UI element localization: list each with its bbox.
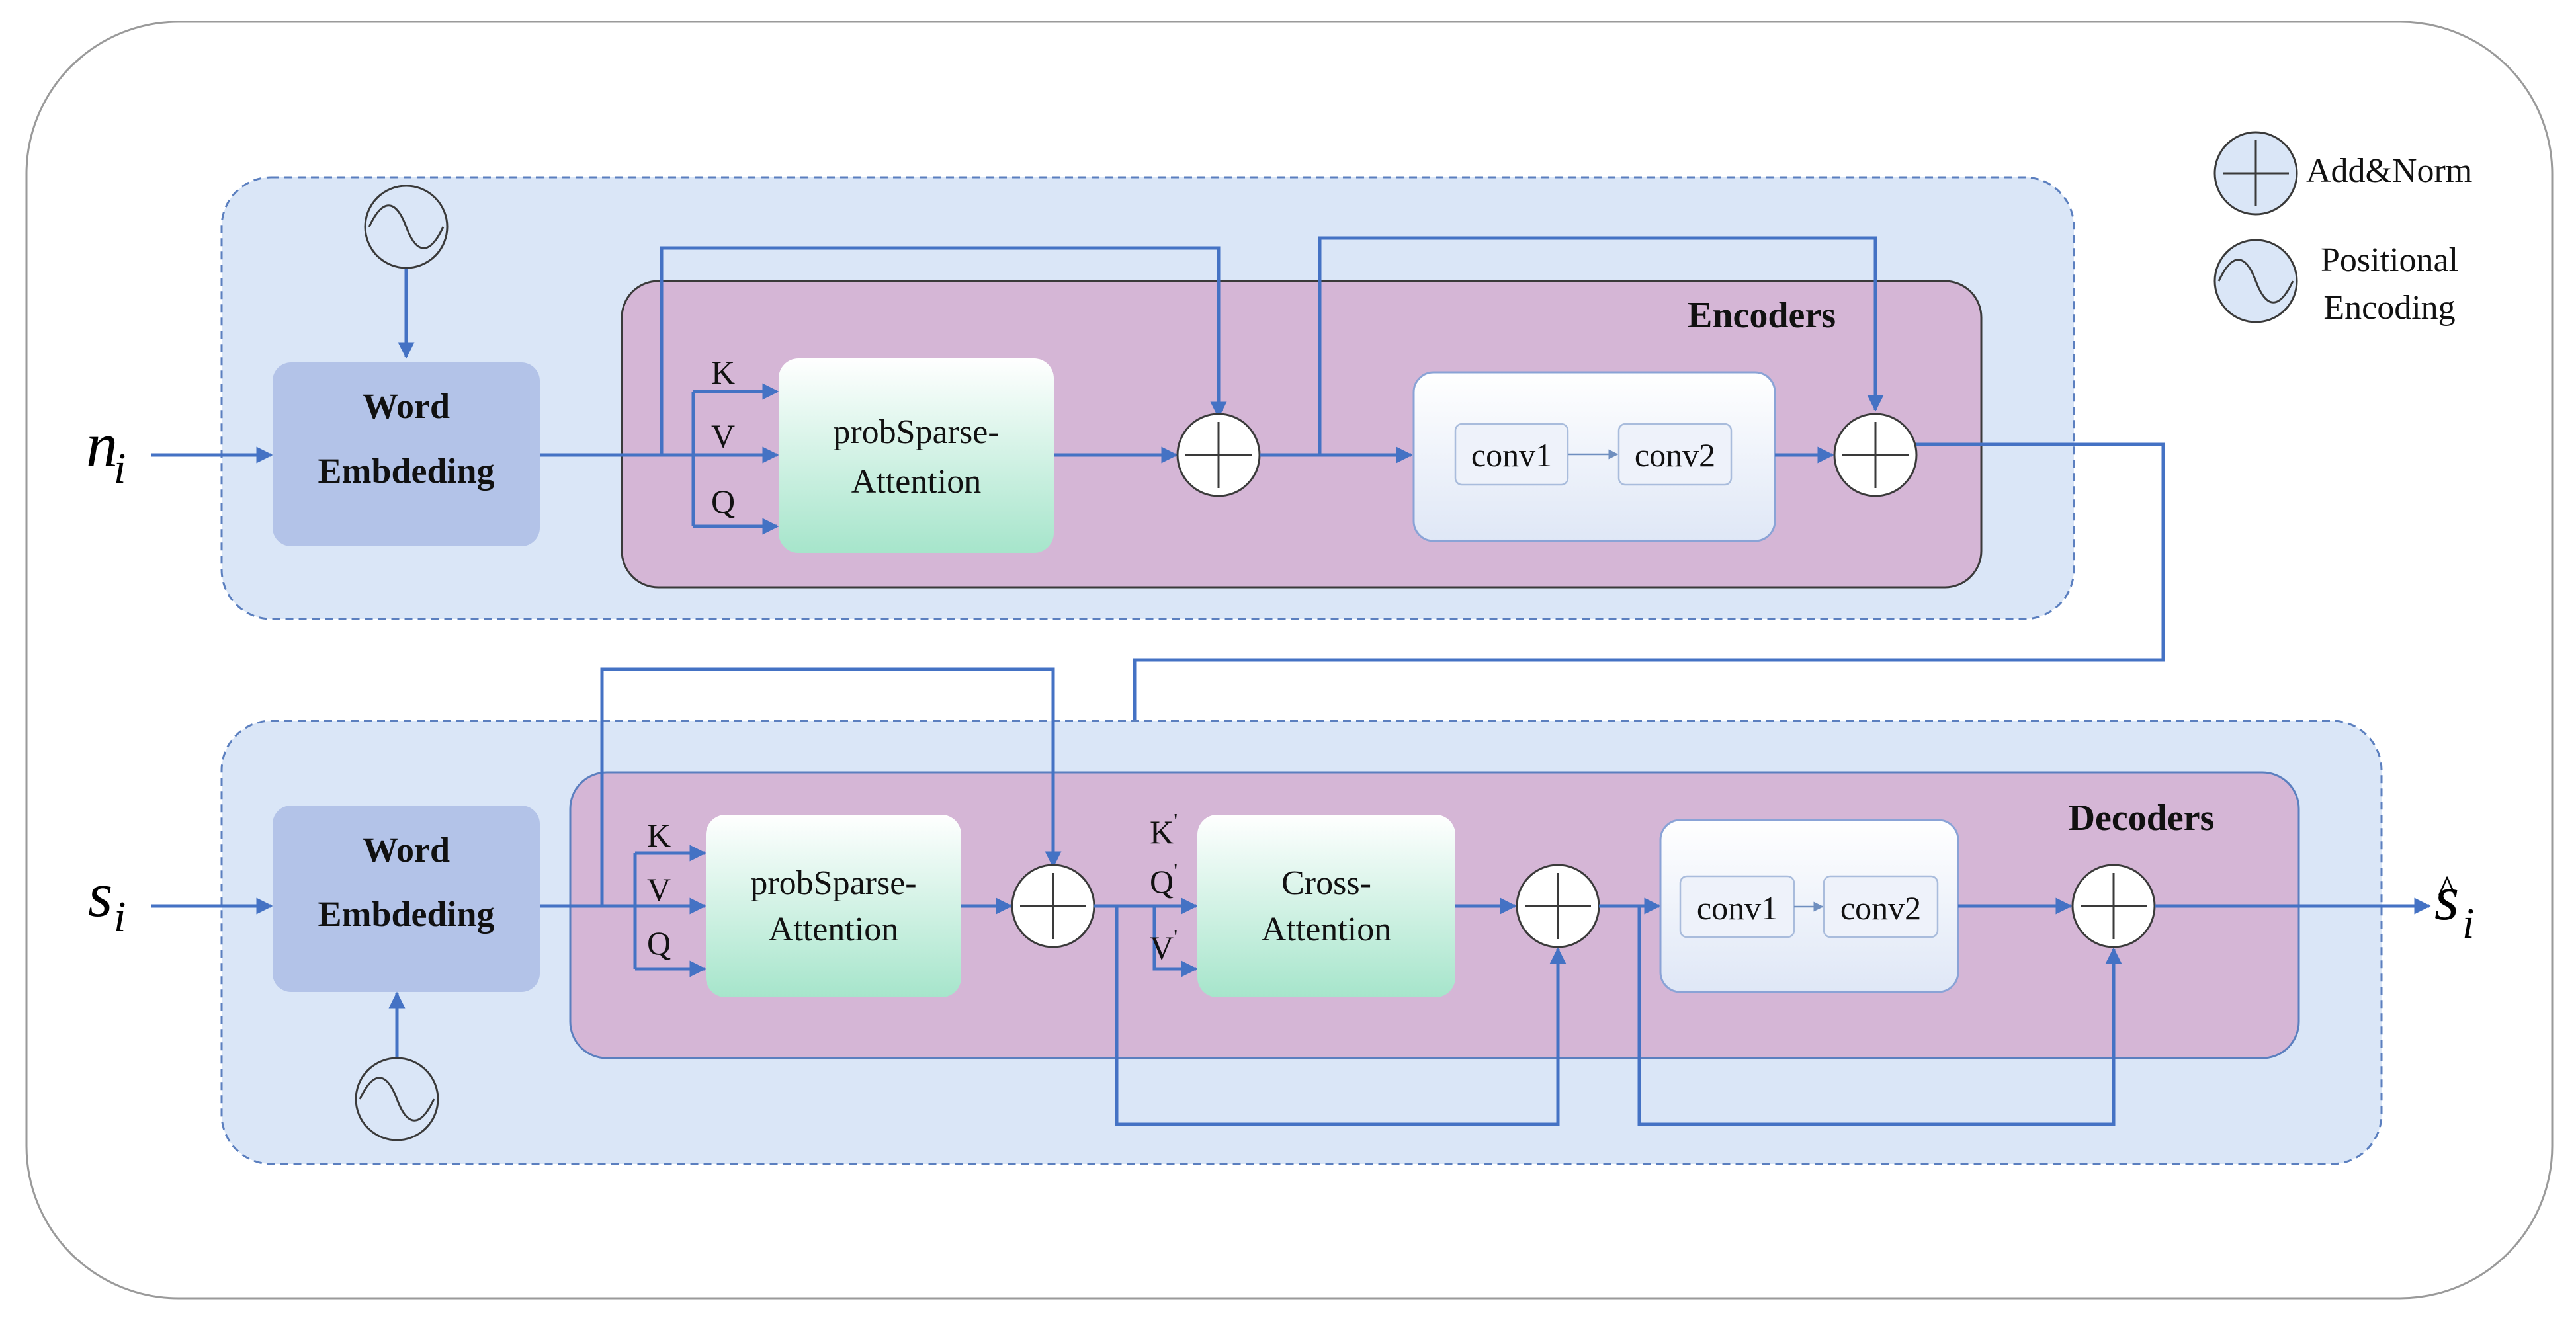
encoder-k-label: K: [711, 354, 735, 391]
decoder-v-prime-label: V': [1150, 925, 1178, 966]
svg-text:^: ^: [2438, 868, 2456, 911]
decoder-conv1-label: conv1: [1697, 889, 1778, 927]
encoder-embedding-line1: Word: [363, 386, 450, 426]
decoder-conv2: [1823, 875, 1939, 938]
decoder-input-label: s i: [88, 859, 126, 941]
decoder-word-embedding: [273, 806, 540, 992]
decoder-residual-3: [1637, 906, 2122, 1126]
decoder-q-prime-label: Q': [1150, 859, 1178, 900]
decoder-v-prime-arrow: [1152, 906, 1198, 977]
encoder-attention-line2: Attention: [851, 463, 981, 501]
encoder-residual-1: [660, 246, 1227, 455]
decoder-attention-line2: Attention: [769, 911, 898, 948]
encoder-conv1-label: conv1: [1471, 436, 1552, 474]
encoder-word-embedding: [273, 362, 540, 546]
decoder-cross-line1: Cross-: [1281, 864, 1371, 902]
legend-add-norm-icon: [2213, 131, 2298, 216]
svg-text:n: n: [86, 409, 118, 480]
svg-text:s: s: [2434, 862, 2459, 933]
encoder-embedding-line2: Embdeding: [318, 451, 494, 491]
decoder-residual-2: [1115, 906, 1567, 1126]
svg-text:i: i: [114, 444, 126, 493]
legend-positional-encoding-icon: [2213, 239, 2298, 323]
legend-add-norm-label: Add&Norm: [2306, 152, 2472, 190]
legend-positional-line1: Positional: [2321, 241, 2458, 279]
encoder-q-label: Q: [711, 483, 735, 520]
decoder-add-norm-3-icon: [2071, 864, 2156, 948]
encoder-v-label: V: [711, 417, 735, 454]
decoder-q-label: Q: [647, 925, 671, 962]
decoder-probsparse-attention: [706, 815, 961, 997]
decoder-v-label: V: [647, 871, 671, 908]
svg-text:s: s: [88, 859, 112, 930]
svg-text:i: i: [114, 893, 126, 941]
encoder-residual-2: [1318, 236, 1884, 455]
decoder-output-label: s ^ i: [2434, 862, 2474, 948]
decoder-cross-line2: Attention: [1262, 911, 1391, 948]
encoder-input-label: n i: [86, 409, 126, 493]
encoder-title: Encoders: [1688, 295, 1836, 336]
decoder-embedding-line1: Word: [363, 830, 450, 870]
encoder-conv2: [1617, 423, 1733, 486]
encoder-attention-line1: probSparse-: [833, 413, 999, 451]
decoder-add-norm-2-icon: [1516, 864, 1600, 948]
decoder-cross-attention: [1197, 815, 1455, 997]
encoder-conv2-label: conv2: [1635, 436, 1715, 474]
decoder-embedding-line2: Embdeding: [318, 894, 494, 934]
encoder-add-norm-2-icon: [1833, 413, 1918, 497]
decoder-attention-line1: probSparse-: [750, 864, 916, 902]
encoder-add-norm-1-icon: [1176, 413, 1261, 497]
decoder-conv2-label: conv2: [1840, 889, 1921, 927]
legend-positional-line2: Encoding: [2323, 289, 2455, 327]
svg-text:i: i: [2462, 899, 2474, 948]
decoder-title: Decoders: [2069, 798, 2215, 839]
decoder-residual-1: [600, 667, 1062, 906]
decoder-add-norm-1-icon: [1011, 864, 1095, 948]
decoder-k-label: K: [647, 817, 671, 854]
encoder-probsparse-attention: [779, 358, 1054, 553]
decoder-positional-encoding-icon: [355, 1057, 439, 1141]
encoder-positional-encoding-icon: [364, 185, 449, 269]
decoder-k-prime-label: K': [1150, 809, 1178, 850]
